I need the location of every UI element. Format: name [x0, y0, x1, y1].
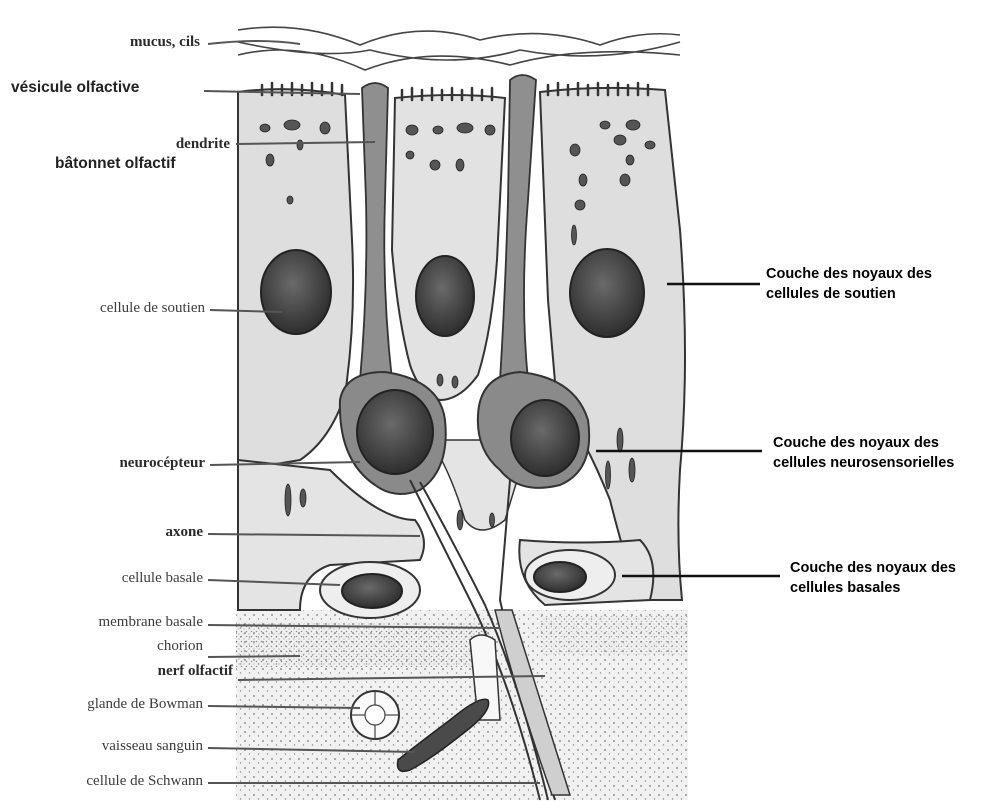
- neuron-left-nucleus: [357, 390, 433, 474]
- basal-nucleus-right: [534, 562, 586, 592]
- supporting-cell-middle: [392, 95, 505, 400]
- label-mucus-cils: mucus, cils: [80, 34, 200, 51]
- label-vaisseau-sanguin: vaisseau sanguin: [20, 738, 203, 755]
- label-couche-noyaux-soutien-line2: cellules de soutien: [766, 284, 932, 304]
- neuron-right-nucleus: [511, 400, 579, 476]
- label-couche-noyaux-neuro-line1: Couche des noyaux des: [773, 433, 954, 453]
- label-couche-noyaux-neuro: Couche des noyaux des cellules neurosens…: [773, 433, 954, 473]
- neuron-left-dendrite: [360, 83, 392, 380]
- support-nucleus-right: [570, 249, 644, 337]
- label-glande-de-bowman: glande de Bowman: [10, 696, 203, 713]
- label-vesicule-olfactive: vésicule olfactive: [11, 79, 139, 97]
- label-dendrite: dendrite: [80, 136, 230, 153]
- label-couche-noyaux-basales-line1: Couche des noyaux des: [790, 558, 956, 578]
- label-couche-noyaux-soutien: Couche des noyaux des cellules de soutie…: [766, 264, 932, 304]
- label-couche-noyaux-soutien-line1: Couche des noyaux des: [766, 264, 932, 284]
- label-cellule-de-schwann: cellule de Schwann: [10, 773, 203, 790]
- label-axone: axone: [90, 524, 203, 541]
- label-cellule-de-soutien: cellule de soutien: [30, 300, 205, 317]
- neuron-right-dendrite: [500, 75, 536, 380]
- support-nucleus-left: [261, 250, 331, 334]
- label-neurocepteur: neurocépteur: [50, 455, 205, 472]
- label-couche-noyaux-basales-line2: cellules basales: [790, 578, 956, 598]
- cilia-lines: [238, 27, 680, 70]
- label-nerf-olfactif: nerf olfactif: [60, 663, 233, 680]
- label-chorion: chorion: [90, 638, 203, 655]
- label-cellule-basale: cellule basale: [30, 570, 203, 587]
- support-nucleus-middle: [416, 256, 474, 336]
- label-membrane-basale: membrane basale: [20, 614, 203, 631]
- label-couche-noyaux-basales: Couche des noyaux des cellules basales: [790, 558, 956, 598]
- label-batonnet-olfactif: bâtonnet olfactif: [55, 155, 176, 173]
- basal-nucleus-left: [342, 574, 402, 608]
- membrane-basale-band: [236, 622, 491, 667]
- supporting-cell-right: [540, 88, 685, 600]
- label-couche-noyaux-neuro-line2: cellules neurosensorielles: [773, 453, 954, 473]
